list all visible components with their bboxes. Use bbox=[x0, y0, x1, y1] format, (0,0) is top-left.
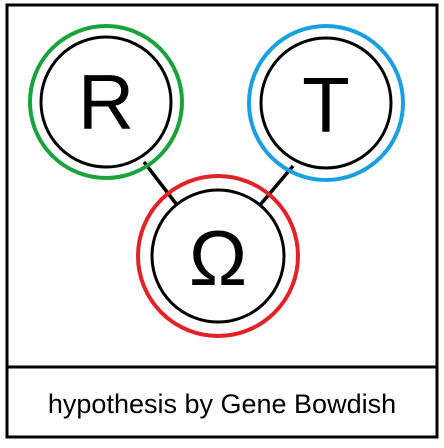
node-omega-outer-ring bbox=[136, 174, 300, 338]
caption: hypothesis by Gene Bowdish bbox=[48, 389, 396, 419]
node-t: T bbox=[247, 24, 405, 182]
node-r-outer-ring bbox=[28, 24, 184, 180]
node-r-label: R bbox=[78, 58, 134, 146]
node-omega: Ω bbox=[136, 174, 300, 338]
node-t-label: T bbox=[302, 61, 350, 149]
edge-r-omega bbox=[142, 160, 179, 207]
node-omega-label: Ω bbox=[189, 214, 247, 302]
node-r: R bbox=[28, 24, 184, 180]
node-t-inner-circle bbox=[259, 36, 393, 170]
node-r-inner-circle bbox=[39, 35, 173, 169]
edge-t-omega bbox=[258, 164, 295, 207]
node-omega-inner-circle bbox=[150, 188, 286, 324]
node-t-outer-ring bbox=[247, 24, 405, 182]
